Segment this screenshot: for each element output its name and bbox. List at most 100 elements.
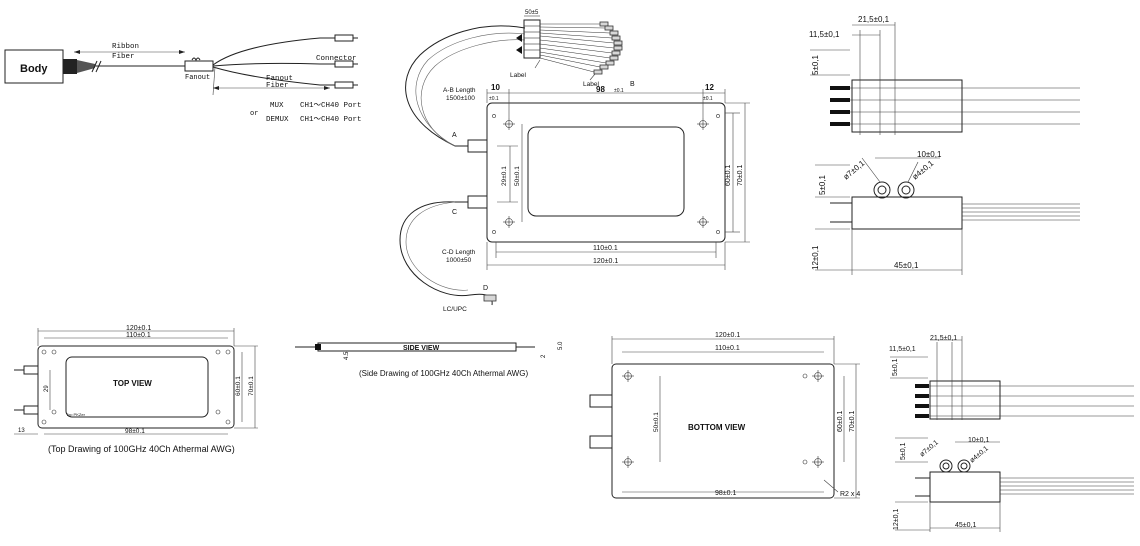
tv-dim-98: 98±0.1 [125,428,145,435]
fanout-fiber-label: Fanout [266,75,293,83]
dim-70: 70±0.1 [737,165,744,186]
bottom-view-drawing: BOTTOM VIEW 120±0.1 110±0.1 50±0.1 60±0.… [589,332,860,499]
bv-dim-70: 70±0.1 [849,411,856,432]
rt-dim-10: 10±0,1 [917,150,942,159]
rb-dim-5: 5±0,1 [892,358,899,376]
bv-dim-120: 120±0.1 [715,332,740,339]
side-view-title: SIDE VIEW [403,345,440,352]
right-top-detail: 21,5±0,1 11,5±0,1 5±0,1 10±0,1 ø7±0,1 ø4… [809,15,1080,275]
rt-dim-21-5: 21,5±0,1 [858,15,890,24]
ab-length-label: A-B Length [443,87,476,94]
rt-dim-5b: 5±0,1 [818,174,827,195]
rb-dim-45: 45±0,1 [955,522,976,529]
dim-12-tol: ±0.1 [703,96,713,102]
tv-dim-60: 60±0.1 [235,376,242,396]
mounting-holes [492,114,720,234]
top-view-outline [37,345,235,429]
dim-110: 110±0.1 [593,245,618,252]
rt-dim-45: 45±0,1 [894,261,919,270]
dim-50-label: 50±5 [525,10,539,16]
demux-label: DEMUX [266,116,289,124]
detail-upper-body [851,79,963,133]
top-view-caption: (Top Drawing of 100GHz 40Ch Athermal AWG… [48,444,235,454]
ribbon-label-2: Fiber [112,53,135,61]
fanout-fiber-top [212,37,335,66]
top-view-drawing: TOP VIEW Top PKZer 120±0.1 110±0.1 60±0.… [14,325,258,454]
label-tag-1: Label [510,72,526,79]
dim-120: 120±0.1 [593,258,618,265]
tv-dim-29: 29 [44,385,50,392]
rb-dim-5b: 5±0,1 [900,442,907,460]
rt-dim-11-5: 11,5±0,1 [809,30,840,39]
port-d-label: D [483,285,488,292]
fanout-label: Fanout [185,74,210,82]
connector-top [334,34,354,42]
connector-bottom [334,81,354,89]
demux-port-label: CH1～CH40 Port [300,116,362,124]
awg-label-area [527,126,685,217]
awg-body-outline [486,102,726,243]
detail-lower-body [851,196,963,230]
port-a-ferrule [467,139,488,153]
sv-dim-5: 5.0 [558,341,564,350]
dim-60: 60±0.1 [725,165,732,186]
side-view-drawing: SIDE VIEW 4.5 5.0 2 (Side Drawing of 100… [295,341,564,378]
fanout-fiber-bottom [212,66,335,86]
rb-dim-7: ø7±0,1 [919,439,940,458]
fiber-schematic: Body Ribbon Fiber Fanout Connector Fanou… [4,34,362,124]
lc-upc-connector [483,294,497,302]
ribbon-label: Ribbon [112,43,139,51]
rb-upper-body [929,380,1001,420]
ab-length-value: 1500±100 [446,95,475,102]
fanout-box [184,60,214,72]
fanout-fiber-label-2: Fiber [266,82,289,90]
dim-50b: 50±0.1 [514,166,521,186]
mux-port-label: CH1～CH40 Port [300,102,362,110]
bv-dim-60: 60±0.1 [837,411,844,432]
tv-dim-110: 110±0.1 [126,332,151,339]
port-c-ferrule [467,195,488,209]
rt-dim-12: 12±0,1 [811,245,820,270]
dim-10-tol: ±0.1 [489,96,499,102]
bv-dim-50: 50±0.1 [653,412,660,432]
rb-dim-12: 12±0,1 [893,509,900,530]
rb-dim-11-5: 11,5±0,1 [889,346,916,353]
rt-dim-7: ø7±0,1 [842,158,867,181]
dim-29: 29±0.1 [501,166,508,186]
tv-dim-70: 70±0.1 [248,376,255,396]
body-label: Body [20,63,48,75]
mux-label: MUX [270,102,284,110]
rt-dim-5: 5±0,1 [811,54,820,75]
or-label: or [250,110,258,118]
tv-dim-120: 120±0.1 [126,325,151,332]
top-view-small-label: Top PKZer [66,412,86,417]
dim-12: 12 [705,83,714,92]
fanout-fibers [539,23,615,73]
dim-98-tol: ±0.1 [614,88,624,94]
right-bottom-detail: 21,5±0,1 11,5±0,1 5±0,1 10±0,1 ø7±0,1 ø4… [889,335,1134,532]
side-view-caption: (Side Drawing of 100GHz 40Ch Athermal AW… [359,369,528,378]
sv-dim-2: 2 [541,354,547,358]
bottom-view-title: BOTTOM VIEW [688,423,746,432]
body-strain-relief [77,60,95,73]
main-drawing: A C 50±5 [399,10,750,313]
tv-dim-13: 13 [18,428,25,434]
dim-10: 10 [491,83,500,92]
fiber-connectors [593,21,623,75]
port-c-label: C [452,209,457,216]
rb-dim-21-5: 21,5±0,1 [930,335,957,342]
lc-upc-label: LC/UPC [443,306,467,313]
bv-dim-110: 110±0.1 [715,345,740,352]
cd-length-value: 1000±50 [446,257,472,264]
rb-lower-body [929,471,1001,503]
body-boot [63,59,77,74]
bv-r2x4: R2 x 4 [840,491,860,498]
port-a-label: A [452,132,457,139]
port-b-label: B [630,81,635,88]
cd-length-label: C-D Length [442,249,476,256]
label-tag-2: Label [583,81,599,88]
top-view-title: TOP VIEW [113,379,152,388]
rb-dim-10: 10±0,1 [968,437,989,444]
ab-fiber-loop [405,25,526,147]
